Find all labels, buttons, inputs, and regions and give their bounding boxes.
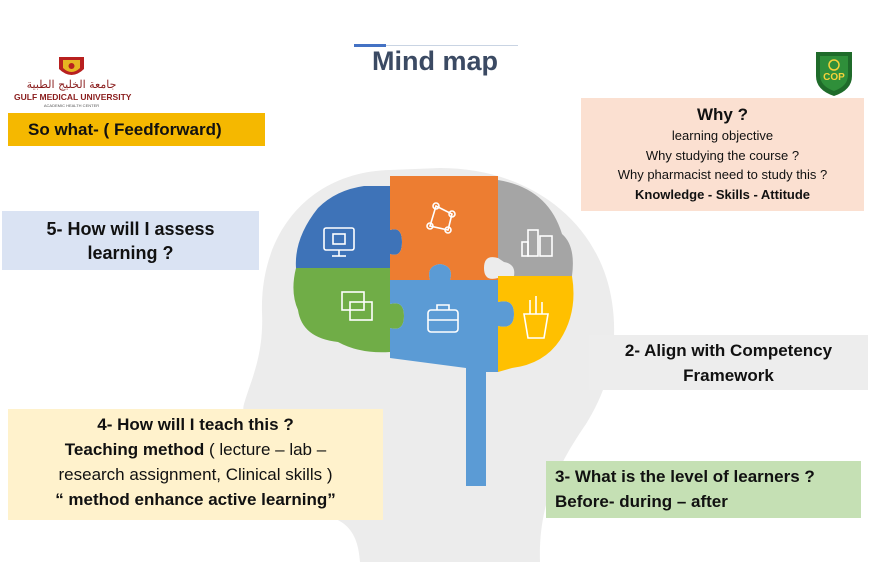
why-box: Why ? learning objective Why studying th…	[581, 98, 864, 211]
align-line-2: Framework	[683, 366, 774, 385]
pencil-cup-icon	[523, 296, 549, 339]
page-title: Mind map	[372, 46, 498, 76]
why-line: learning objective	[671, 128, 774, 143]
assess-line-2: learning ?	[87, 243, 174, 263]
teach-box: 4- How will I teach this ? Teaching meth…	[8, 409, 383, 520]
puzzle-piece-blue-top-left	[295, 186, 402, 268]
title-accent	[354, 44, 386, 47]
briefcase-icon	[427, 304, 459, 333]
teach-line-3: research assignment, Clinical skills )	[58, 465, 333, 484]
so-what-box: So what- ( Feedforward)	[8, 113, 265, 146]
cop-logo: COP	[816, 52, 852, 96]
title-rule	[354, 45, 518, 46]
why-ksa-line: Knowledge - Skills - Attitude	[634, 186, 811, 202]
align-box: 2- Align with Competency Framework	[589, 335, 868, 390]
puzzle-piece-orange	[390, 176, 498, 280]
gallery-icon	[341, 291, 373, 321]
gmu-arabic-name: جامعة الخليج الطبية	[26, 78, 117, 91]
why-line: Why studying the course ?	[645, 147, 800, 163]
gmu-subtitle: ACADEMIC HEALTH CENTER	[43, 103, 100, 108]
puzzle-piece-gray	[498, 180, 573, 276]
teach-line-4: “ method enhance active learning”	[55, 490, 336, 509]
books-icon	[521, 229, 553, 257]
level-line-1: 3- What is the level of learners ?	[555, 467, 815, 486]
teach-line-1: 4- How will I teach this ?	[97, 415, 294, 434]
teach-method-list: ( lecture – lab –	[204, 440, 327, 459]
brain-stem	[466, 368, 486, 486]
assess-line-1: 5- How will I assess	[46, 219, 215, 239]
align-line-1: 2- Align with Competency	[624, 341, 833, 360]
puzzle-piece-blue-center	[390, 264, 514, 472]
vector-nodes-icon	[426, 202, 456, 234]
level-box: 3- What is the level of learners ? Befor…	[546, 461, 861, 518]
teach-line-2: Teaching method ( lecture – lab –	[8, 437, 383, 462]
teach-method-label: Teaching method	[64, 440, 205, 459]
why-line: Why pharmacist need to study this ?	[617, 167, 828, 182]
monitor-icon	[323, 227, 355, 257]
gmu-name: GULF MEDICAL UNIVERSITY	[14, 92, 132, 102]
gmu-logo	[59, 57, 84, 75]
level-line-2: Before- during – after	[555, 492, 728, 511]
cop-logo-text: COP	[823, 72, 845, 83]
why-heading: Why ?	[697, 105, 748, 124]
puzzle-piece-yellow	[498, 276, 574, 372]
assess-box: 5- How will I assess learning ?	[2, 211, 259, 270]
